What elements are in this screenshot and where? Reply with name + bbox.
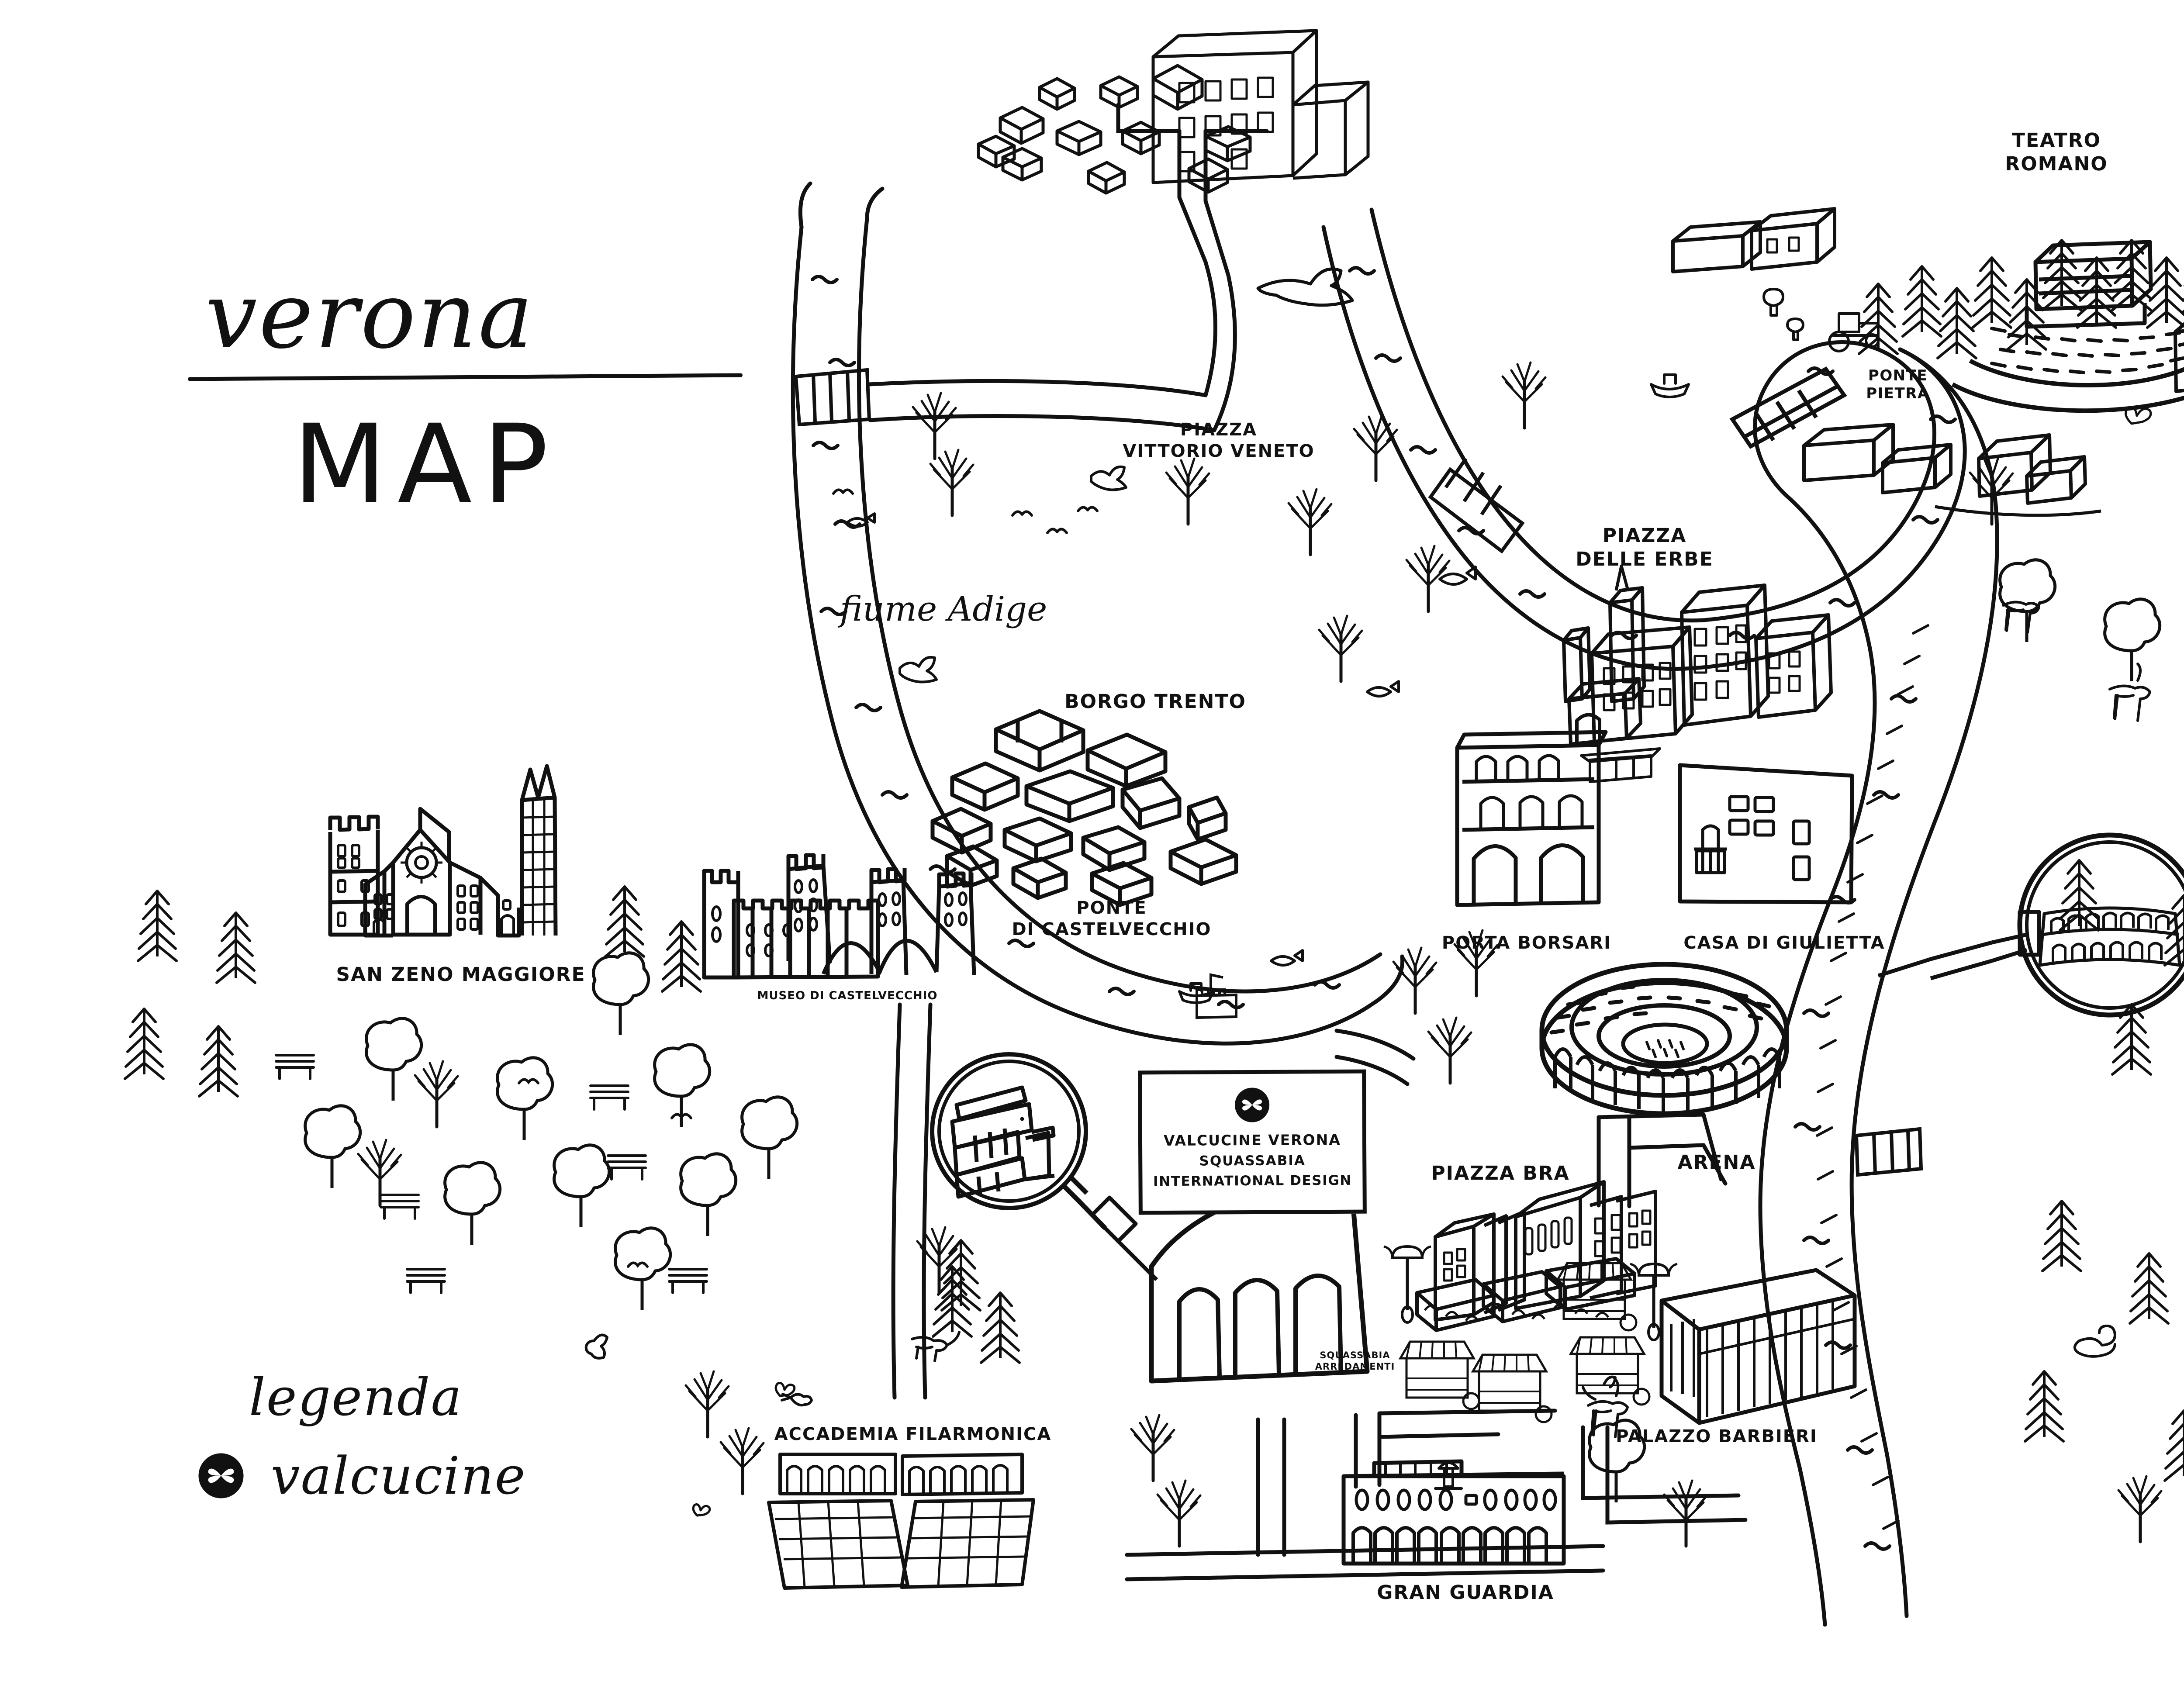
amphitheatre-icon	[1539, 962, 1789, 1116]
info-card-line-2: SQUASSABIA	[1199, 1153, 1306, 1169]
river-label-adige: fiume Adige	[840, 590, 1047, 629]
legend: legenda valcucine	[197, 1367, 590, 1506]
road-west	[867, 103, 1269, 432]
map-label-casa-di-giulietta[interactable]: CASA DI GIULIETTA	[1683, 933, 1885, 953]
map-label-porta-borsari[interactable]: PORTA BORSARI	[1441, 933, 1612, 953]
neoclassical-palace-icon	[1659, 1268, 1857, 1425]
info-card-line-1: VALCUCINE VERONA	[1164, 1131, 1341, 1150]
castle-bridge-icon	[702, 853, 976, 980]
map-label-ponte-di-castelvecchio[interactable]: PONTE DI CASTELVECCHIO	[1012, 898, 1212, 939]
valcucine-butterfly-icon	[1233, 1086, 1271, 1124]
juliet-house-icon	[1678, 763, 1854, 905]
valcucine-info-card[interactable]: VALCUCINE VERONA SQUASSABIA INTERNATIONA…	[1138, 1069, 1367, 1215]
river-adige	[791, 181, 1999, 1627]
bridge-mid-icon	[1428, 457, 1525, 554]
right-scenery	[913, 362, 2184, 1546]
map-label-museo-di-castelvecchio[interactable]: MUSEO DI CASTELVECCHIO	[757, 989, 938, 1002]
wildlife-icons	[584, 267, 2152, 1517]
square-buildings-icon	[1562, 564, 1833, 783]
river-waves	[812, 268, 1955, 1549]
northeast-houses-icon	[1671, 207, 1952, 494]
ponte-pietra-icon	[1729, 366, 1847, 449]
legend-entry-label: valcucine	[271, 1446, 526, 1506]
north-village-icon	[977, 29, 1370, 195]
magnifier-arena-facade[interactable]	[1877, 832, 2184, 1018]
title-block-word: MAP	[293, 401, 559, 528]
palace-row-icon	[1415, 1180, 1657, 1332]
map-label-piazza-vittorio-veneto[interactable]: PIAZZA VITTORIO VENETO	[1123, 420, 1315, 461]
magnifier-valcucine-showroom[interactable]	[930, 1052, 1158, 1281]
bridge-south-icon	[1854, 1127, 1923, 1177]
page-title: verona MAP	[187, 262, 756, 528]
map-label-teatro-romano[interactable]: TEATRO ROMANO	[2005, 129, 2108, 175]
riverside-castle-icon	[1196, 973, 1237, 1019]
map-label-piazza-bra[interactable]: PIAZZA BRA	[1431, 1162, 1570, 1184]
legend-heading: legenda	[249, 1367, 463, 1427]
roman-theatre-icon	[1859, 240, 2184, 413]
rooftops-cluster-icon	[930, 709, 1238, 907]
map-label-san-zeno-maggiore[interactable]: SAN ZENO MAGGIORE	[336, 963, 586, 986]
map-label-palazzo-barbieri[interactable]: PALAZZO BARBIERI	[1616, 1426, 1818, 1447]
map-label-arena[interactable]: ARENA	[1677, 1151, 1756, 1174]
basilica-icon	[328, 764, 558, 938]
map-label-ponte-pietra[interactable]: PONTE PIETRA	[1866, 367, 1930, 403]
roman-gate-icon	[1455, 730, 1608, 907]
info-card-line-3: INTERNATIONAL DESIGN	[1153, 1172, 1352, 1190]
arcaded-theatre-icon	[767, 1453, 1035, 1590]
map-label-accademia-filarmonica[interactable]: ACCADEMIA FILARMONICA	[774, 1424, 1052, 1444]
valcucine-butterfly-icon	[197, 1451, 245, 1500]
map-label-borgo-trento[interactable]: BORGO TRENTO	[1064, 690, 1246, 713]
title-script-word: verona	[205, 262, 535, 369]
map-label-piazza-delle-erbe[interactable]: PIAZZA DELLE ERBE	[1576, 525, 1714, 570]
map-label-gran-guardia[interactable]: GRAN GUARDIA	[1377, 1581, 1554, 1604]
title-underline	[187, 373, 743, 381]
map-label-squassabia-arredamenti: SQUASSABIA ARREDAMENTI	[1315, 1350, 1395, 1372]
